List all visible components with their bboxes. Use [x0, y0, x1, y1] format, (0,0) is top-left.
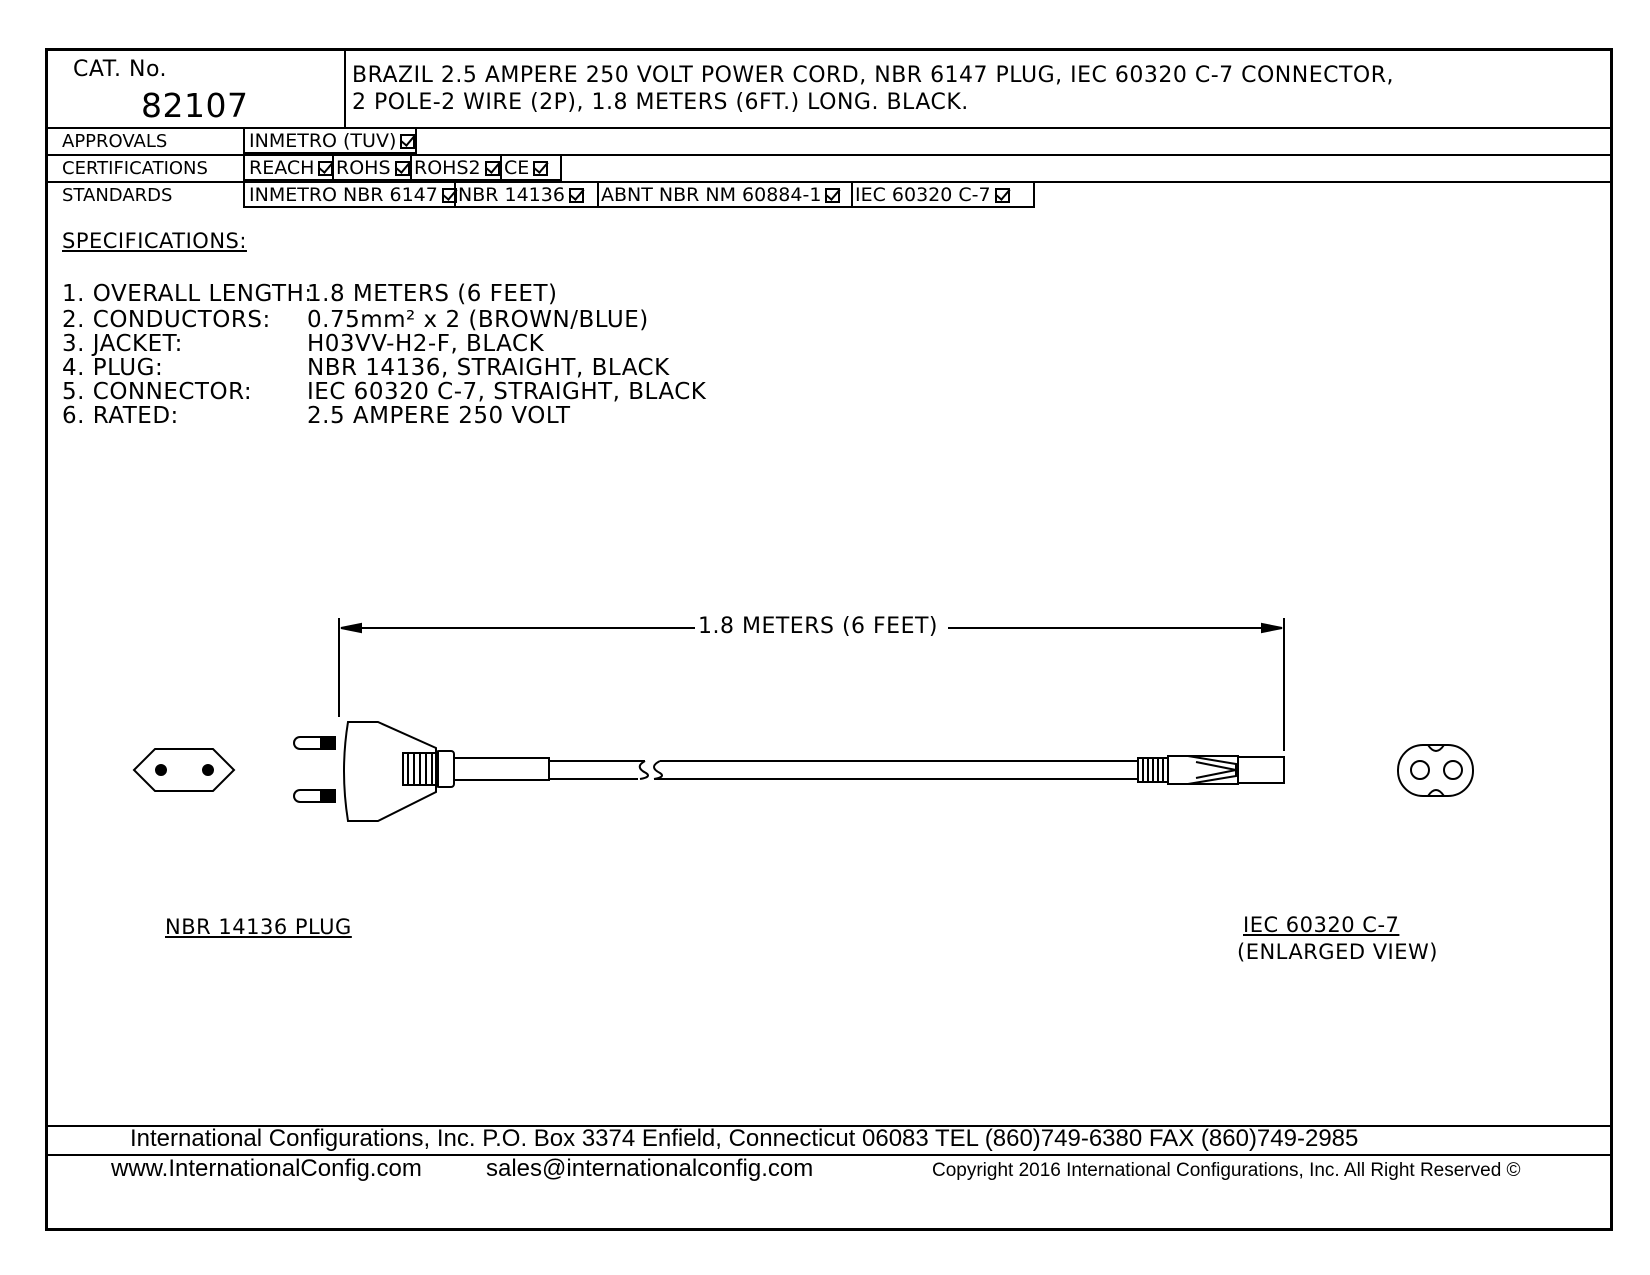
cat-number: 82107 — [141, 86, 249, 125]
plug-pin-sleeve — [320, 736, 336, 750]
description-line-1: BRAZIL 2.5 AMPERE 250 VOLT POWER CORD, N… — [352, 63, 1395, 88]
cord-break-icon — [638, 760, 649, 780]
spec-item: 5. CONNECTOR: IEC 60320 C-7, STRAIGHT, B… — [62, 379, 707, 405]
standard-item: INMETRO NBR 6147 — [243, 183, 457, 208]
connector-caption: IEC 60320 C-7 — [1243, 913, 1400, 937]
certifications-row: CERTIFICATIONS REACH ROHS ROHS2 CE — [48, 156, 1616, 183]
spec-item: 6. RATED: 2.5 AMPERE 250 VOLT — [62, 403, 571, 429]
plug-pin-sleeve — [320, 789, 336, 803]
row-rule — [48, 181, 1610, 183]
spec-item: 2. CONDUCTORS: 0.75mm² x 2 (BROWN/BLUE) — [62, 307, 649, 333]
arrow-left-icon — [340, 622, 362, 634]
website-link[interactable]: www.InternationalConfig.com — [111, 1155, 422, 1182]
connector-head — [1237, 756, 1285, 784]
title-bottom-rule — [48, 127, 1610, 129]
certifications-label: CERTIFICATIONS — [62, 158, 208, 179]
connector-notch — [1427, 744, 1445, 797]
specifications-heading: SPECIFICATIONS: — [62, 229, 247, 253]
dimension-label: 1.8 METERS (6 FEET) — [698, 614, 938, 639]
connector-body — [1167, 755, 1239, 785]
certification-item: REACH — [243, 156, 334, 181]
plug-cord-collar — [453, 757, 550, 781]
title-divider — [344, 51, 346, 129]
checkbox-checked-icon — [318, 161, 334, 176]
certification-item: ROHS2 — [410, 156, 502, 181]
plug-grip-ribs-icon — [407, 753, 433, 785]
checkbox-checked-icon — [394, 161, 410, 176]
copyright-notice: Copyright 2016 International Configurati… — [932, 1160, 1521, 1181]
connector-socket-hole — [1443, 760, 1463, 780]
drawing-sheet: CAT. No. 82107 BRAZIL 2.5 AMPERE 250 VOL… — [45, 48, 1613, 1231]
checkbox-checked-icon — [994, 188, 1010, 203]
arrow-right-icon — [1261, 622, 1283, 634]
checkbox-checked-icon — [400, 134, 416, 149]
certification-item: ROHS — [332, 156, 412, 181]
table-label-divider — [243, 129, 245, 208]
standard-item: IEC 60320 C-7 — [851, 183, 1035, 208]
plug-pin-hole — [202, 764, 214, 776]
checkbox-checked-icon — [441, 188, 457, 203]
connector-grip-ribs-icon — [1142, 758, 1164, 782]
plug-pin-hole — [155, 764, 167, 776]
company-address-line: International Configurations, Inc. P.O. … — [130, 1125, 1359, 1152]
cat-label: CAT. No. — [73, 57, 168, 82]
plug-body — [343, 721, 437, 822]
plug-face-icon — [132, 748, 236, 792]
cord-break-icon — [653, 760, 663, 780]
description-line-2: 2 POLE-2 WIRE (2P), 1.8 METERS (6FT.) LO… — [352, 90, 969, 115]
checkbox-checked-icon — [825, 188, 841, 203]
standard-item: ABNT NBR NM 60884-1 — [597, 183, 853, 208]
standard-item: NBR 14136 — [454, 183, 599, 208]
approvals-label: APPROVALS — [62, 131, 168, 152]
cord-drawing — [132, 618, 1474, 822]
footer-mid-rule — [48, 1154, 1610, 1156]
connector-subcaption: (ENLARGED VIEW) — [1237, 940, 1438, 964]
footer-top-rule — [48, 1125, 1610, 1127]
certification-item: CE — [500, 156, 562, 181]
connector-socket-hole — [1410, 760, 1430, 780]
plug-caption: NBR 14136 PLUG — [165, 915, 352, 939]
email-link[interactable]: sales@internationalconfig.com — [486, 1155, 814, 1182]
row-rule — [48, 154, 1610, 156]
standards-row: STANDARDS INMETRO NBR 6147 NBR 14136 ABN… — [48, 183, 1616, 210]
standards-label: STANDARDS — [62, 185, 173, 206]
connector-face-icon — [1397, 744, 1474, 797]
spec-item: 4. PLUG: NBR 14136, STRAIGHT, BLACK — [62, 355, 670, 381]
connector-taper-icon — [1187, 755, 1237, 785]
checkbox-checked-icon — [533, 161, 549, 176]
checkbox-checked-icon — [568, 188, 584, 203]
spec-item: 3. JACKET: H03VV-H2-F, BLACK — [62, 331, 545, 357]
spec-item: 1. OVERALL LENGTH: 1.8 METERS (6 FEET) — [62, 281, 558, 307]
checkbox-checked-icon — [484, 161, 500, 176]
